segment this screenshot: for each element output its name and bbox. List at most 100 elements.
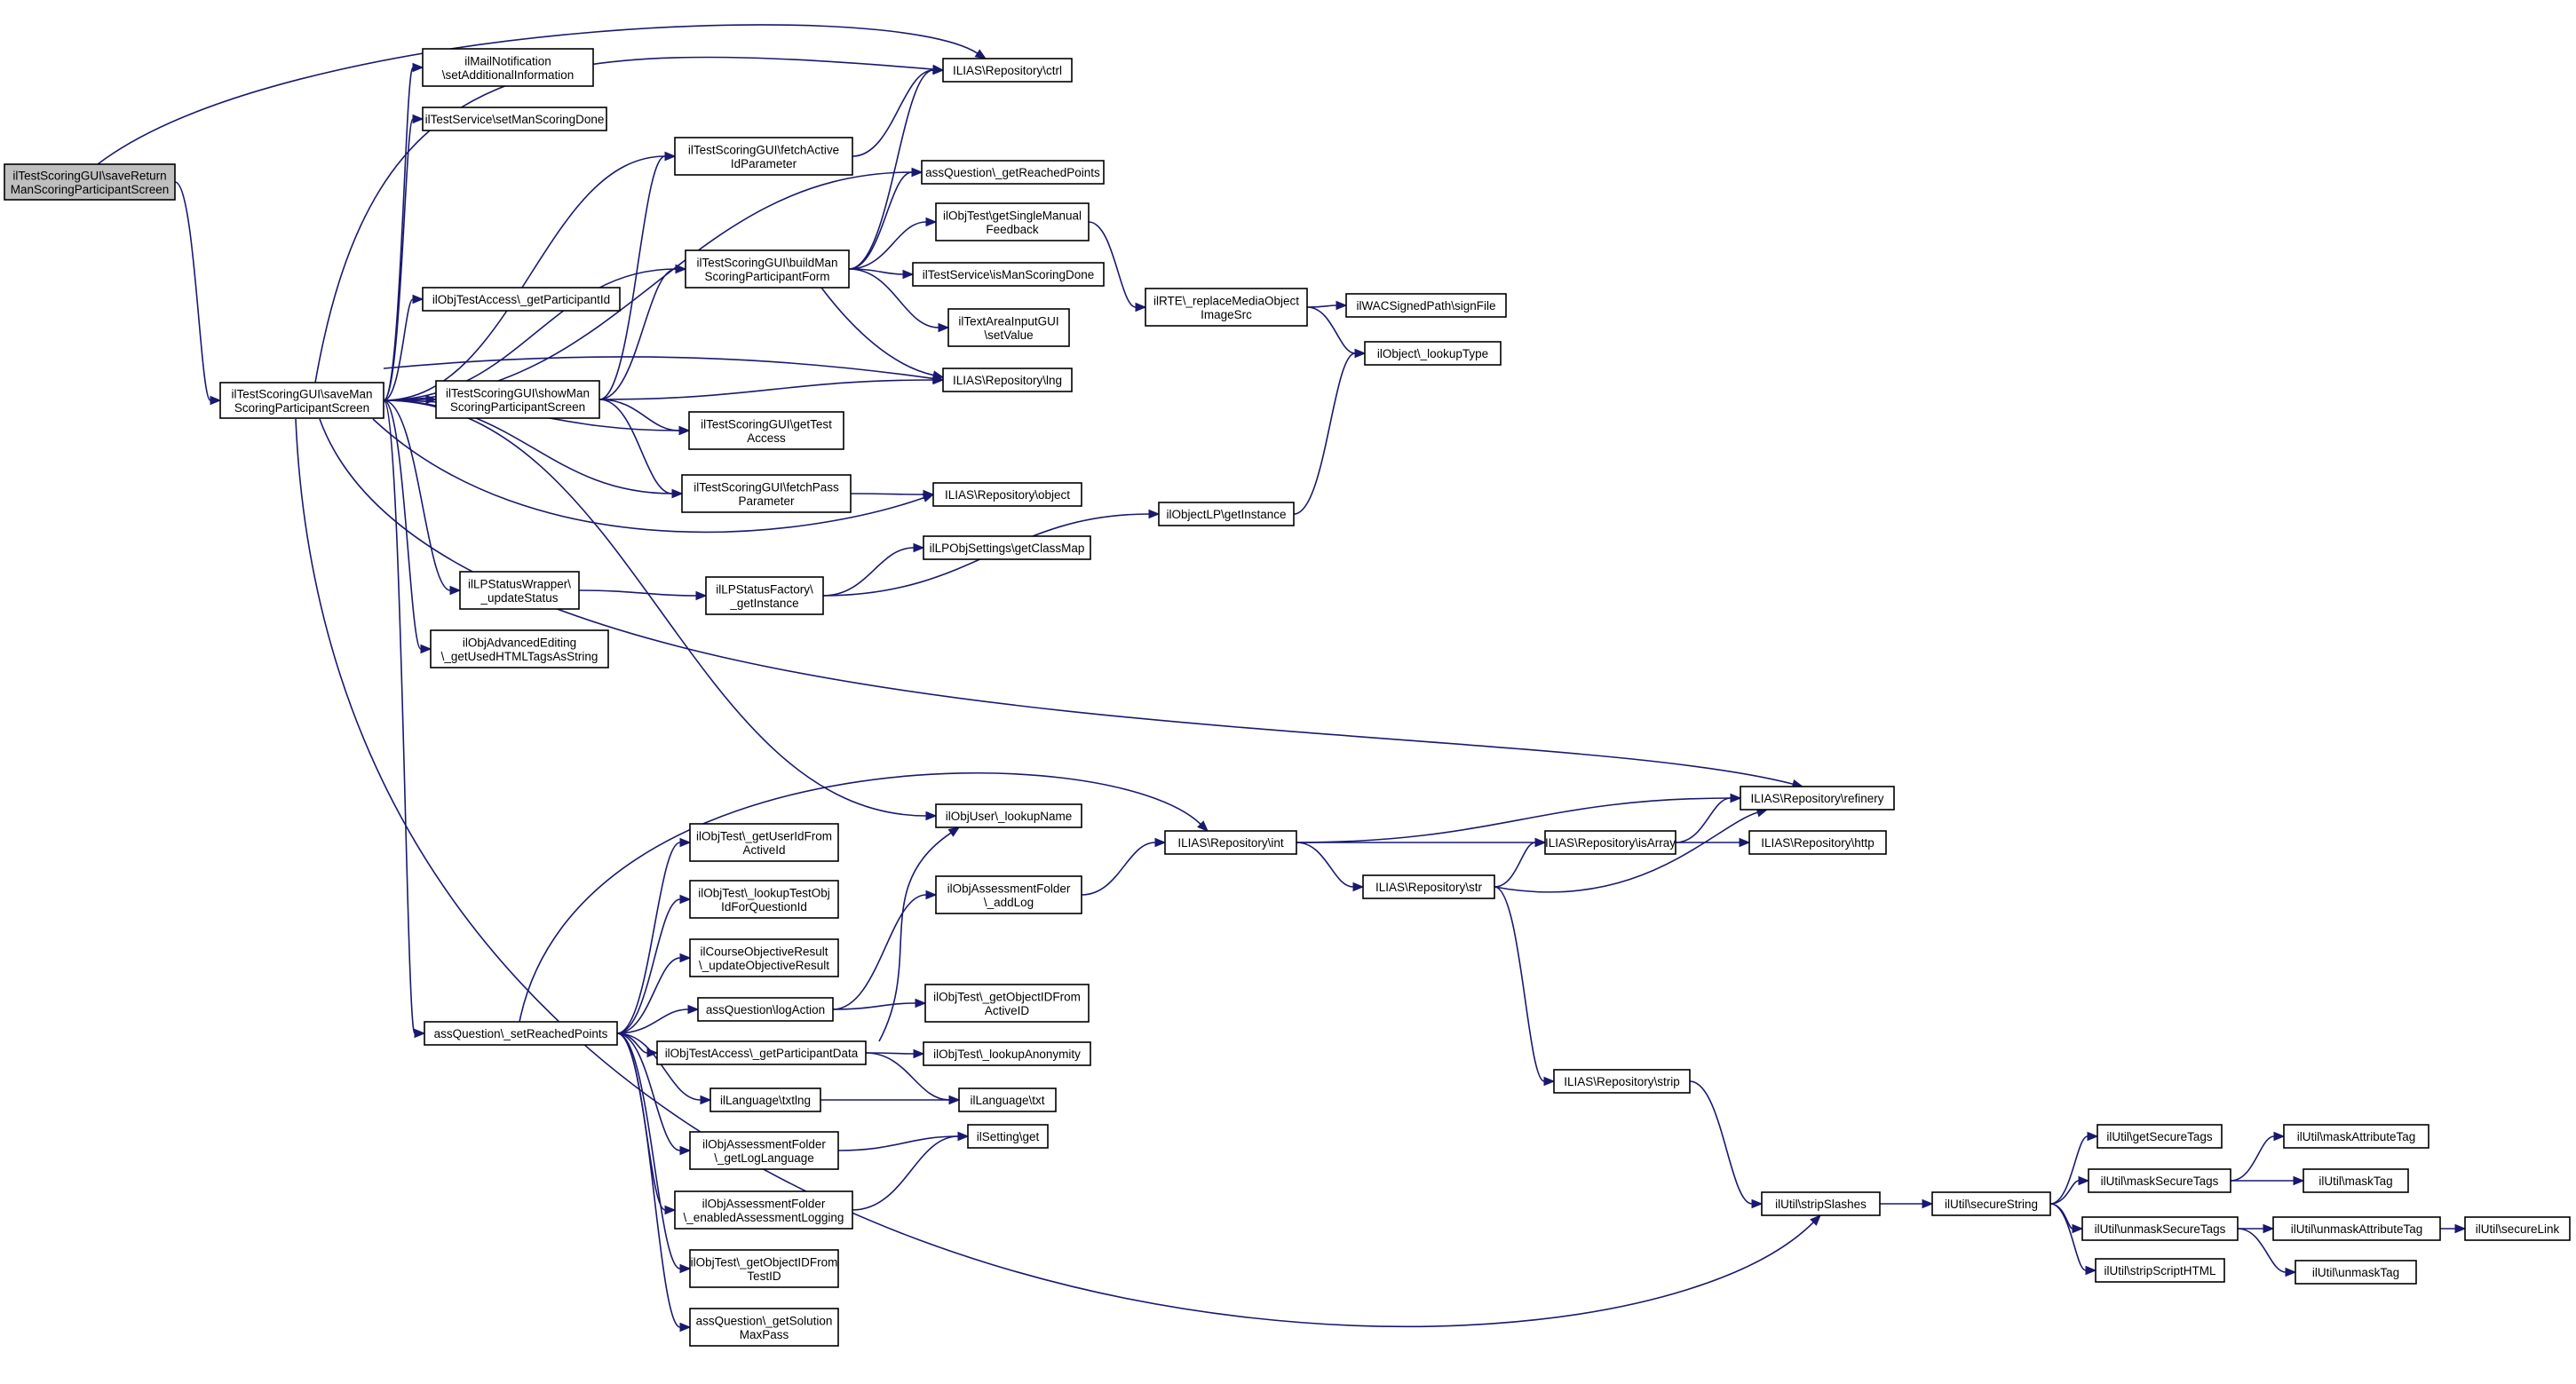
edge-line <box>848 69 934 270</box>
node-unmask-tag[interactable]: ilUtil\unmaskTag <box>2295 1260 2417 1285</box>
edge-strip-slashes-to-secure-string <box>1880 1198 1934 1209</box>
edge-save-return-to-save-man <box>174 181 222 406</box>
node-unmask-attribute-tag[interactable]: ilUtil\unmaskAttributeTag <box>2272 1216 2441 1241</box>
edge-is-array-to-http <box>1676 837 1751 848</box>
node-set-reached-points[interactable]: assQuestion\_setReachedPoints <box>424 1021 618 1046</box>
edge-save-man-to-ctrl <box>314 56 945 384</box>
node-strip[interactable]: ILIAS\Repository\strip <box>1553 1069 1691 1094</box>
node-txt[interactable]: ilLanguage\txt <box>958 1087 1057 1112</box>
edge-object-lpget-instance-to-lookup-type <box>1293 348 1367 515</box>
arrowhead <box>2454 1223 2467 1234</box>
edge-line <box>1494 842 1536 888</box>
arrowhead <box>938 322 950 333</box>
node-object-lpget-instance[interactable]: ilObjectLP\getInstance <box>1158 502 1295 526</box>
node-lng[interactable]: ILIAS\Repository\lng <box>942 368 1073 392</box>
node-unmask-secure-tags[interactable]: ilUtil\unmaskSecureTags <box>2081 1216 2239 1241</box>
node-secure-string[interactable]: ilUtil\secureString <box>1931 1191 2051 1216</box>
node-update-status[interactable]: ilLPStatusWrapper\_updateStatus <box>459 571 580 610</box>
edge-set-reached-points-to-get-log-language <box>616 1032 692 1156</box>
node-get-reached-points[interactable]: assQuestion\_getReachedPoints <box>921 160 1105 185</box>
arrowhead <box>1154 837 1167 848</box>
node-object[interactable]: ILIAS\Repository\object <box>932 482 1082 507</box>
node-update-objective-result[interactable]: ilCourseObjectiveResult\_updateObjective… <box>689 938 839 977</box>
node-get-participant-id[interactable]: ilObjTestAccess\_getParticipantId <box>422 287 621 312</box>
node-mail-notif[interactable]: ilMailNotification\setAdditionalInformat… <box>422 48 594 87</box>
node-box <box>924 984 1090 1023</box>
edge-set-reached-points-to-log-action <box>616 1004 700 1034</box>
arrowhead <box>1922 1198 1934 1209</box>
edge-build-man-to-get-reached-points <box>848 167 923 270</box>
node-secure-link[interactable]: ilUtil\secureLink <box>2464 1216 2571 1241</box>
edge-line <box>1675 797 1732 843</box>
node-enabled-logging[interactable]: ilObjAssessmentFolder\_enabledAssessment… <box>674 1190 853 1230</box>
node-http[interactable]: ILIAS\Repository\http <box>1748 830 1887 855</box>
node-get-class-map[interactable]: ilLPObjSettings\getClassMap <box>923 535 1091 560</box>
node-mask-attribute-tag[interactable]: ilUtil\maskAttributeTag <box>2283 1124 2429 1149</box>
node-box <box>942 58 1073 83</box>
edge-line <box>598 399 673 494</box>
node-label-line: ilLPStatusFactory\ <box>716 582 813 596</box>
node-ctrl[interactable]: ILIAS\Repository\ctrl <box>942 58 1073 83</box>
edge-line <box>822 547 915 597</box>
node-label-line: assQuestion\_setReachedPoints <box>434 1027 608 1040</box>
node-setting-get[interactable]: ilSetting\get <box>967 1124 1049 1149</box>
node-label-line: ilLPObjSettings\getClassMap <box>930 542 1085 555</box>
node-text-area-set-value[interactable]: ilTextAreaInputGUI\setValue <box>947 308 1070 347</box>
edge-line <box>383 399 673 494</box>
node-box <box>1345 293 1507 318</box>
node-label-line: ilObjAdvancedEditing <box>463 636 576 649</box>
node-str[interactable]: ILIAS\Repository\str <box>1362 874 1495 899</box>
node-set-man-scoring-done[interactable]: ilTestService\setManScoringDone <box>422 107 607 131</box>
node-is-array[interactable]: ILIAS\Repository\isArray <box>1544 830 1676 855</box>
node-lookup-type[interactable]: ilObject\_lookupType <box>1364 341 1502 366</box>
edge-get-single-manual-feedback-to-replace-media <box>1088 221 1147 312</box>
node-box <box>1158 502 1295 526</box>
node-lp-status-factory[interactable]: ilLPStatusFactory\_getInstance <box>705 576 824 615</box>
edge-add-log-to-int <box>1081 837 1167 896</box>
edge-int-to-is-array <box>1296 837 1547 848</box>
node-int[interactable]: ILIAS\Repository\int <box>1164 830 1297 855</box>
node-used-htmltags[interactable]: ilObjAdvancedEditing\_getUsedHTMLTagsAsS… <box>430 629 609 668</box>
node-label-line: ilObjTestAccess\_getParticipantId <box>432 293 610 306</box>
node-strip-script-html[interactable]: ilUtil\stripScriptHTML <box>2095 1258 2225 1283</box>
node-refinery[interactable]: ILIAS\Repository\refinery <box>1740 786 1895 811</box>
node-box <box>424 1021 618 1046</box>
node-get-participant-data[interactable]: ilObjTestAccess\_getParticipantData <box>656 1040 867 1065</box>
node-box <box>422 48 594 87</box>
arrowhead <box>2285 1267 2297 1277</box>
node-show-man[interactable]: ilTestScoringGUI\showManScoringParticipa… <box>435 380 600 419</box>
node-is-man-scoring-done[interactable]: ilTestService\isManScoringDone <box>912 262 1105 287</box>
node-lookup-name[interactable]: ilObjUser\_lookupName <box>935 803 1082 828</box>
node-get-log-language[interactable]: ilObjAssessmentFolder\_getLogLanguage <box>689 1131 839 1170</box>
node-save-man[interactable]: ilTestScoringGUI\saveManScoringParticipa… <box>219 382 384 419</box>
arrowhead <box>687 1004 700 1015</box>
node-lookup-anonymity[interactable]: ilObjTest\_lookupAnonymity <box>923 1041 1091 1066</box>
node-box <box>2283 1124 2429 1149</box>
edge-line <box>852 69 934 157</box>
node-mask-secure-tags[interactable]: ilUtil\maskSecureTags <box>2088 1168 2231 1193</box>
node-label-line: Parameter <box>738 494 795 508</box>
node-log-action[interactable]: assQuestion\logAction <box>697 997 834 1022</box>
node-strip-slashes[interactable]: ilUtil\stripSlashes <box>1761 1191 1881 1216</box>
node-get-secure-tags[interactable]: ilUtil\getSecureTags <box>2096 1124 2223 1149</box>
node-add-log[interactable]: ilObjAssessmentFolder\_addLog <box>935 875 1082 914</box>
node-txtlng[interactable]: ilLanguage\txtlng <box>709 1087 821 1112</box>
edge-line <box>832 1002 916 1010</box>
node-label-line: ilTestScoringGUI\buildMan <box>696 256 837 269</box>
node-sign-file[interactable]: ilWACSignedPath\signFile <box>1345 293 1507 318</box>
node-mask-tag[interactable]: ilUtil\maskTag <box>2303 1168 2409 1193</box>
root-node[interactable]: ilTestScoringGUI\saveReturnManScoringPar… <box>4 163 176 201</box>
node-build-man[interactable]: ilTestScoringGUI\buildManScoringParticip… <box>685 249 850 289</box>
edge-line <box>383 356 934 380</box>
node-box <box>932 482 1082 507</box>
